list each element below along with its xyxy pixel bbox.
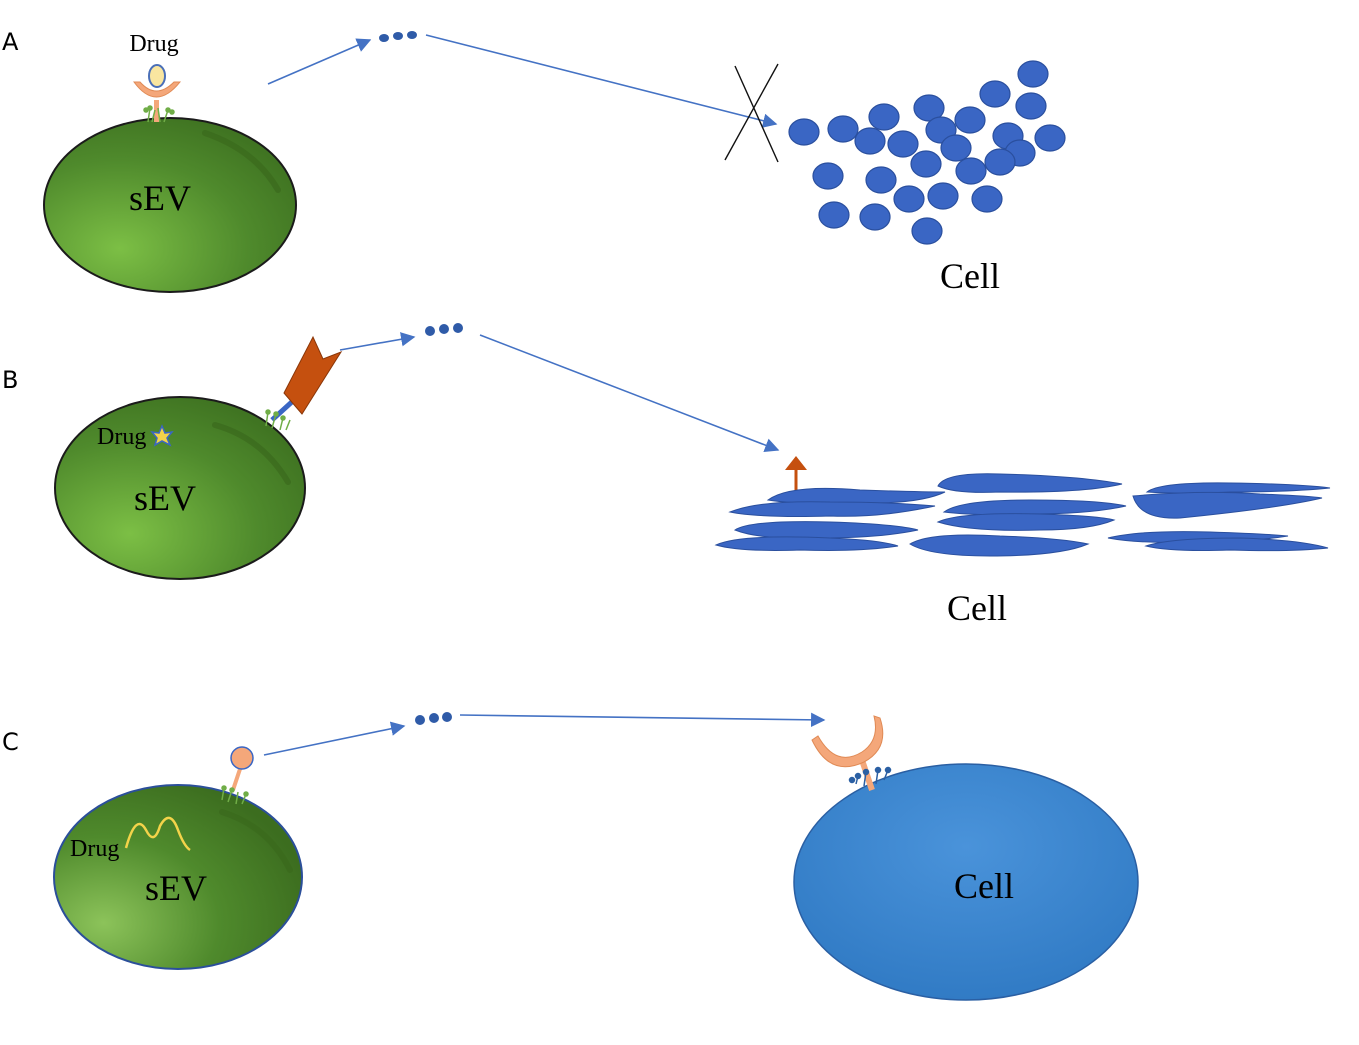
drug-label-c: Drug: [70, 836, 119, 862]
up-arrow-icon: [785, 456, 807, 492]
sev-vesicle-c: sEV: [53, 784, 303, 970]
receptor-anchor-icon: [143, 105, 175, 123]
large-cell-c: Cell: [793, 763, 1139, 1001]
arrow-c-1: [263, 721, 406, 756]
drug-label-b: Drug: [97, 424, 146, 450]
arrow-a-2: [425, 34, 778, 128]
panel-label-a: A: [2, 28, 19, 56]
panel-label-c: C: [2, 728, 19, 756]
cross-mark-icon: [724, 63, 779, 163]
lollipop-ligand-icon: [230, 746, 254, 791]
drug-label-a: Drug: [129, 31, 178, 57]
ellipsis-dots-a: [379, 31, 417, 42]
arrow-a-1: [267, 38, 372, 85]
cell-cluster-a: [788, 60, 1066, 245]
receptor-anchor-icon: [221, 785, 249, 805]
arrow-b-1: [339, 332, 416, 351]
ellipsis-dots-b: [425, 323, 463, 336]
wave-drug-icon: [124, 816, 191, 852]
cell-label-b: Cell: [947, 588, 1007, 628]
antibody-icon: [270, 335, 343, 422]
ellipsis-dots-c: [415, 712, 452, 725]
cell-label-c: Cell: [954, 866, 1014, 906]
cell-label-a: Cell: [940, 256, 1000, 296]
sev-label-a: sEV: [129, 178, 191, 218]
panel-label-b: B: [2, 366, 18, 394]
star-drug-icon: [150, 424, 174, 447]
sev-label-b: sEV: [134, 478, 196, 518]
sev-label-c: sEV: [145, 868, 207, 908]
sev-vesicle-b: sEV: [54, 396, 306, 580]
sev-vesicle-a: sEV: [43, 117, 297, 293]
y-receptor-icon: [811, 715, 884, 791]
receptor-anchor-icon: [848, 766, 892, 787]
arrow-b-2: [479, 334, 780, 453]
drug-capsule-icon: [133, 64, 182, 122]
arrow-c-2: [459, 712, 826, 728]
panel-b: B sEV Drug: [2, 323, 1331, 628]
receptor-anchor-icon: [265, 409, 291, 431]
spindle-cells-b: [714, 473, 1331, 557]
panel-a: A sEV Drug: [2, 28, 1066, 296]
panel-c: C sEV Drug Ce: [2, 712, 1139, 1001]
